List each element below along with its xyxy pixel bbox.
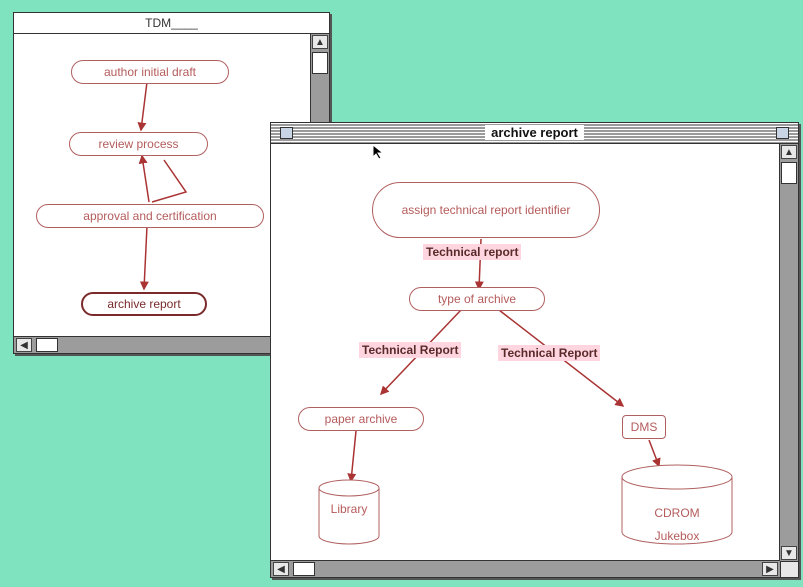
node-assign-technical-report-identifier[interactable]: assign technical report identifier	[372, 182, 600, 238]
label-technical-report-1: Technical report	[423, 244, 522, 260]
node-archive-report[interactable]: archive report	[81, 292, 207, 316]
zoom-box-icon[interactable]	[776, 127, 789, 139]
scroll-right-icon[interactable]: ▶	[762, 562, 778, 576]
resize-box-icon[interactable]	[780, 561, 798, 577]
archive-horizontal-scrollbar[interactable]: ◀ ▶	[271, 560, 780, 577]
archive-edges	[318, 238, 733, 545]
node-jukebox-label[interactable]: Jukebox	[654, 529, 700, 543]
archive-report-window[interactable]: archive report ▲ ▼ ◀ ▶	[270, 122, 799, 578]
archive-title: archive report	[485, 125, 584, 140]
label-technical-report-3: Technical Report	[498, 345, 601, 361]
node-cdrom-label[interactable]: CDROM	[654, 506, 700, 520]
tdm-edges	[137, 81, 188, 291]
node-library-label[interactable]: Library	[330, 502, 368, 516]
archive-vertical-scrollbar[interactable]: ▲ ▼	[779, 144, 798, 561]
archive-canvas[interactable]: assign technical report identifier Techn…	[271, 144, 777, 560]
archive-vscroll-thumb[interactable]	[781, 162, 797, 184]
tdm-horizontal-scrollbar[interactable]: ◀	[14, 336, 329, 353]
scroll-up-icon[interactable]: ▲	[312, 35, 328, 49]
node-dms[interactable]: DMS	[622, 415, 666, 439]
scroll-left-icon[interactable]: ◀	[16, 338, 32, 352]
archive-hscroll-thumb[interactable]	[293, 562, 315, 576]
node-approval-and-certification[interactable]: approval and certification	[36, 204, 264, 228]
node-paper-archive[interactable]: paper archive	[298, 407, 424, 431]
close-box-icon[interactable]	[280, 127, 293, 139]
scroll-left-icon[interactable]: ◀	[273, 562, 289, 576]
label-technical-report-2: Technical Report	[359, 342, 462, 358]
scroll-down-icon[interactable]: ▼	[781, 546, 797, 560]
scroll-up-icon[interactable]: ▲	[781, 145, 797, 159]
node-review-process[interactable]: review process	[69, 132, 208, 156]
tdm-canvas[interactable]: author initial draft review process appr…	[14, 34, 308, 336]
node-author-initial-draft[interactable]: author initial draft	[71, 60, 229, 84]
tdm-hscroll-thumb[interactable]	[36, 338, 58, 352]
node-type-of-archive[interactable]: type of archive	[409, 287, 545, 311]
archive-titlebar[interactable]: archive report	[271, 123, 798, 144]
tdm-titlebar[interactable]: TDM____	[14, 13, 329, 34]
tdm-vscroll-thumb[interactable]	[312, 52, 328, 74]
tdm-title: TDM____	[139, 16, 204, 30]
mouse-pointer-icon	[372, 143, 385, 160]
